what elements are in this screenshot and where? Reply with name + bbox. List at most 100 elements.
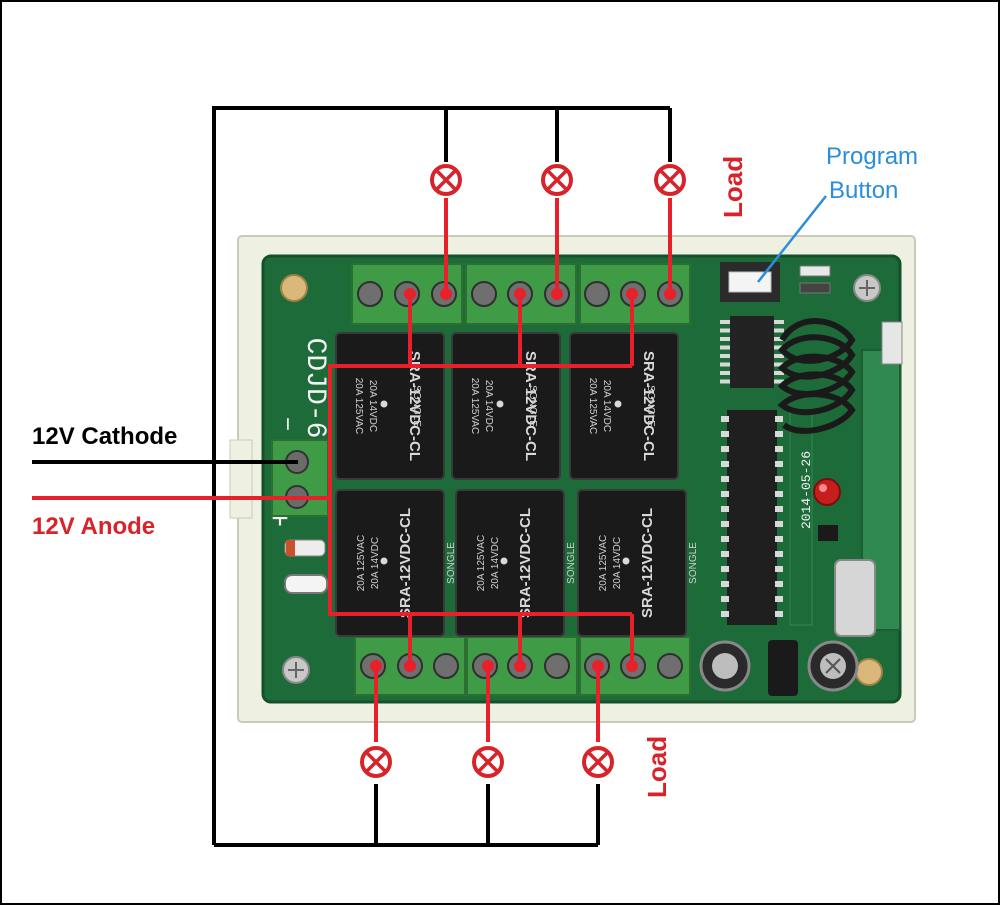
terminal-caps (370, 288, 676, 672)
relay-rating-label: 20A 125VAC (476, 535, 487, 592)
terminal-screw-icon (657, 653, 683, 679)
relay-body (451, 332, 561, 480)
terminal-screw-icon (544, 653, 570, 679)
relay-rating-label: 20A 14VDC (367, 380, 378, 432)
relay-dot (622, 557, 630, 565)
ic-pin (774, 371, 784, 375)
mcu-pin (775, 446, 783, 452)
relay-rating-label: 20A 14VDC (612, 537, 623, 589)
mcu-pin (775, 596, 783, 602)
load-lamp-icon (582, 746, 614, 778)
wire-terminal-cap (370, 660, 382, 672)
terminal-screw-icon (584, 281, 610, 307)
relay-model-label: SRA-12VDC-CL (397, 508, 414, 618)
mcu-pins (721, 416, 783, 617)
load-lamp-icon (472, 746, 504, 778)
relay-model-label: SRA-12VDC-CL (639, 508, 656, 618)
red-load-wires (374, 198, 672, 742)
wire-terminal-cap (592, 660, 604, 672)
bottom-terminal-screws (360, 653, 683, 679)
load-lamp-icon (360, 746, 392, 778)
anode-label: 12V Anode (32, 513, 155, 540)
ic-pin (774, 379, 784, 384)
wire-terminal-cap (514, 288, 526, 300)
relay-body (455, 489, 565, 637)
ic-pin (774, 345, 784, 350)
ic-pin (720, 345, 730, 350)
relay-dot (500, 557, 508, 565)
ic-pin (774, 354, 784, 358)
mcu-pin (721, 476, 729, 482)
wire-terminal-cap (514, 660, 526, 672)
capacitor-vent (825, 658, 841, 674)
load-lamp-icon (541, 164, 573, 196)
antenna-coil-icon (777, 318, 856, 434)
screw-slot (288, 662, 304, 678)
diode-band (286, 540, 295, 556)
board-date-label: 2014-05-26 (799, 451, 814, 529)
ic-pin (720, 354, 730, 358)
relay-dot (380, 400, 388, 408)
wire-terminal-cap (626, 660, 638, 672)
led-highlight (819, 484, 827, 492)
mcu-socket (727, 410, 777, 625)
program-label-line1: Program (826, 143, 918, 170)
load-label-bottom: Load (642, 736, 672, 798)
mcu-pin (775, 536, 783, 542)
mcu-pin (721, 461, 729, 467)
ic-pin (720, 337, 730, 341)
mcu-pin (775, 461, 783, 467)
smd-component (799, 265, 831, 277)
ic-pin (720, 362, 730, 367)
terminal-screw-icon (471, 281, 497, 307)
mcu-pin (775, 581, 783, 587)
relay-rating-label: 20A 125VAC (587, 378, 598, 435)
mcu-pin (721, 521, 729, 527)
mounting-hole-icon (280, 274, 308, 302)
mcu-pin (721, 551, 729, 557)
fuse (284, 574, 328, 594)
enclosure-tab (229, 439, 253, 519)
capacitor-top (712, 653, 738, 679)
relay-rating-label: 20A 125VAC (356, 535, 367, 592)
board-model-label: CDJD-6 (299, 338, 330, 439)
ic-pin (720, 320, 730, 324)
ic-pin (774, 328, 784, 333)
relay-brand-label: SONGLE (446, 542, 457, 584)
smd-component (799, 282, 831, 294)
mcu-pin (721, 611, 729, 617)
mcu-pin (775, 566, 783, 572)
program-button-pointer (757, 195, 827, 283)
minus-label: − (272, 417, 299, 431)
wire-terminal-cap (664, 288, 676, 300)
relay-dot (496, 400, 504, 408)
ic-pin (720, 328, 730, 333)
relay-model-label: SRA-12VDC-CL (640, 351, 657, 461)
crystal-oscillator (834, 559, 876, 637)
smd-component (818, 525, 838, 541)
wire-terminal-cap (404, 660, 416, 672)
mcu-pin (721, 581, 729, 587)
cathode-label: 12V Cathode (32, 423, 177, 450)
ic-pin (720, 371, 730, 375)
relay-brand-label: SONGLE (645, 385, 656, 427)
mcu-pin (721, 446, 729, 452)
ic-pin (720, 379, 730, 384)
relay-brand-label: SONGLE (527, 385, 538, 427)
relay-dot (380, 557, 388, 565)
load-lamps (360, 164, 686, 778)
mcu-pin (775, 611, 783, 617)
relay-rating-label: 20A 14VDC (601, 380, 612, 432)
ic-pins (720, 320, 784, 384)
relay-rating-label: 20A 14VDC (483, 380, 494, 432)
relay-model-label: SRA-12VDC-CL (406, 351, 423, 461)
load-lamp-icon (654, 164, 686, 196)
mcu-pin (775, 521, 783, 527)
